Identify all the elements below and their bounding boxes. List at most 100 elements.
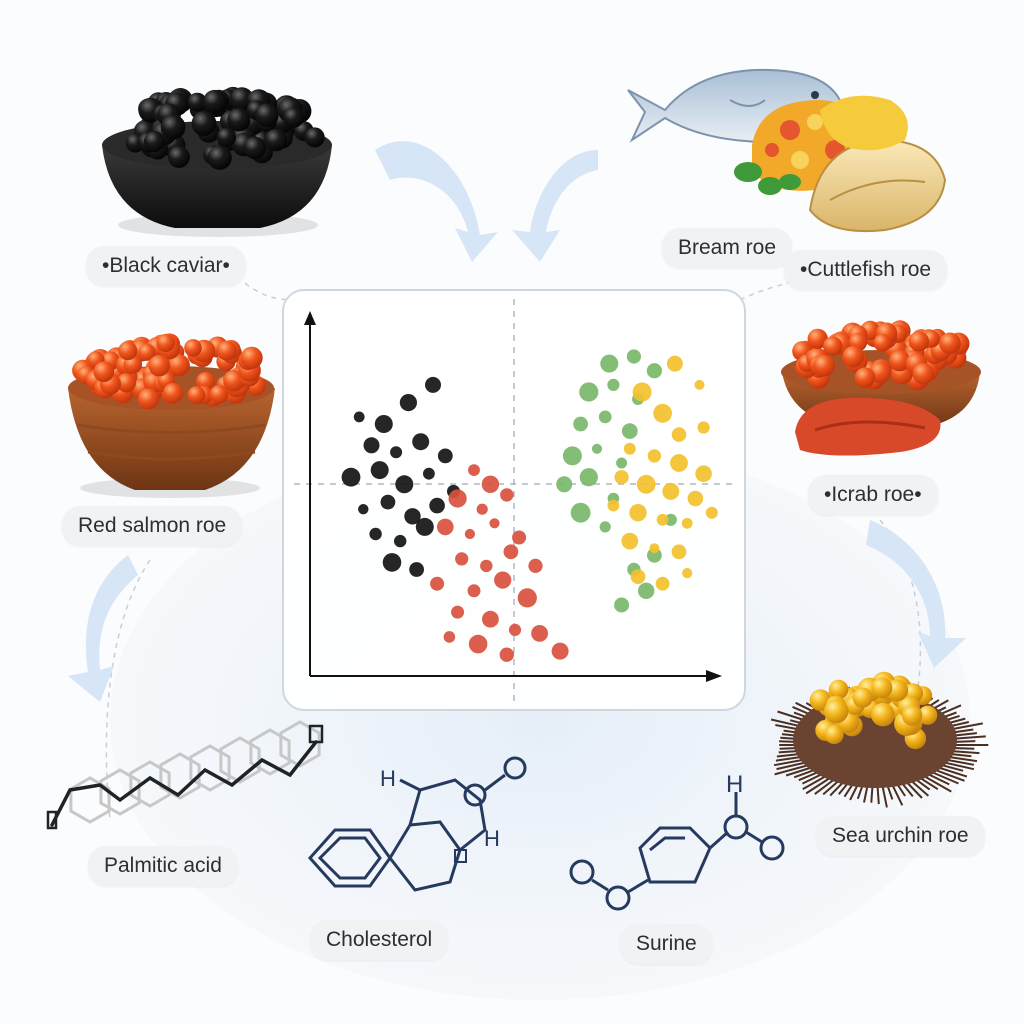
scatter-point: [415, 517, 434, 536]
scatter-point: [629, 504, 647, 522]
ghost-ring: [279, 720, 321, 768]
roe-bead: [264, 128, 288, 152]
scatter-point: [695, 465, 712, 482]
scatter-series-0: [341, 376, 460, 577]
scatter-point: [621, 423, 638, 439]
arrow-left: [68, 555, 138, 702]
ghost-ring: [219, 736, 261, 784]
arrow-top-right: [512, 150, 598, 262]
scatter-point: [512, 530, 527, 545]
roe-bead: [207, 145, 232, 170]
label-surine: Surine: [620, 924, 713, 964]
scatter-point: [341, 467, 361, 487]
roe-bead: [223, 370, 245, 392]
scatter-point: [489, 518, 500, 529]
scatter-point: [481, 475, 500, 493]
roe-bead: [216, 127, 236, 147]
scatter-point: [395, 475, 414, 494]
roe-bead: [167, 354, 190, 377]
scatter-point: [697, 421, 710, 434]
scatter-point: [662, 482, 680, 500]
scatter-point: [404, 508, 421, 525]
scatter-point: [636, 474, 656, 494]
scatter-point: [409, 562, 424, 577]
crab-roe-bowl: [781, 320, 981, 456]
roe-bead: [873, 333, 892, 352]
scatter-point: [607, 378, 620, 391]
roe-bead: [908, 331, 930, 352]
scatter-point: [467, 584, 481, 598]
scatter-plot: [294, 299, 734, 701]
scatter-point: [655, 576, 670, 591]
scatter-point: [437, 448, 453, 464]
scatter-point: [670, 454, 688, 472]
scatter-point: [374, 415, 393, 433]
roe-bead: [138, 343, 156, 361]
scatter-point: [528, 558, 543, 573]
scatter-point: [562, 446, 582, 466]
label-crab-roe: •Icrab roe•: [808, 475, 938, 515]
ghost-ring: [189, 744, 231, 792]
scatter-point: [508, 623, 522, 636]
label-black-caviar: •Black caviar•: [86, 246, 246, 286]
scatter-point: [443, 631, 456, 643]
roe-bead: [824, 724, 844, 745]
scatter-point: [632, 382, 652, 402]
roe-bead: [162, 383, 184, 404]
fish-and-roe-illustration: [627, 68, 947, 233]
scatter-point: [647, 547, 662, 563]
scatter-point: [551, 642, 569, 660]
scatter-point: [476, 503, 488, 515]
roe-bead: [209, 385, 229, 404]
scatter-point: [579, 468, 598, 487]
herb-leaves: [734, 162, 801, 195]
scatter-point: [614, 597, 630, 613]
y-axis-arrowhead: [304, 311, 316, 325]
scatter-point: [687, 490, 704, 507]
roe-bead: [168, 146, 190, 168]
roe-bead: [842, 345, 864, 368]
arrow-top-left: [375, 141, 498, 262]
scatter-point: [638, 582, 655, 599]
scatter-point: [573, 416, 588, 432]
hydrogen-label-cholesterol-right: H: [484, 826, 500, 851]
roe-bead: [156, 333, 175, 353]
yellow-roe-sac: [820, 95, 908, 151]
scatter-point: [621, 532, 639, 550]
roe-bead: [828, 679, 849, 700]
roe-bead: [901, 705, 923, 726]
scatter-point: [705, 506, 718, 519]
scatter-point: [681, 517, 693, 529]
scatter-point: [556, 476, 573, 493]
hydrogen-label-cholesterol-top: H: [380, 766, 396, 791]
roe-bead: [823, 336, 843, 356]
scatter-point: [412, 433, 430, 451]
scatter-point: [399, 394, 417, 412]
roe-bead: [939, 332, 961, 355]
scatter-point: [682, 568, 693, 579]
scatter-point: [451, 605, 465, 619]
scatter-point: [591, 443, 603, 454]
roe-bead: [854, 367, 876, 388]
scatter-point: [656, 513, 669, 526]
scatter-point: [429, 497, 445, 514]
label-cuttlefish-roe: •Cuttlefish roe: [784, 250, 948, 290]
scatter-point: [369, 527, 382, 541]
roe-bead: [807, 328, 828, 349]
roe-bead: [243, 136, 267, 160]
scatter-point: [649, 543, 660, 554]
scatter-point: [425, 376, 441, 393]
scatter-point: [600, 354, 619, 373]
crab-roe-piece: [795, 397, 941, 456]
label-cholesterol: Cholesterol: [310, 920, 449, 960]
label-red-salmon-roe: Red salmon roe: [62, 506, 243, 546]
scatter-point: [468, 634, 488, 654]
scatter-point: [394, 534, 407, 548]
roe-bead: [852, 687, 873, 708]
roe-bead: [137, 388, 160, 410]
ghost-ring: [129, 760, 171, 808]
scatter-point: [671, 544, 687, 560]
roe-bead: [196, 372, 216, 391]
label-bream-roe: Bream roe: [662, 228, 793, 268]
roe-bead: [191, 111, 217, 136]
